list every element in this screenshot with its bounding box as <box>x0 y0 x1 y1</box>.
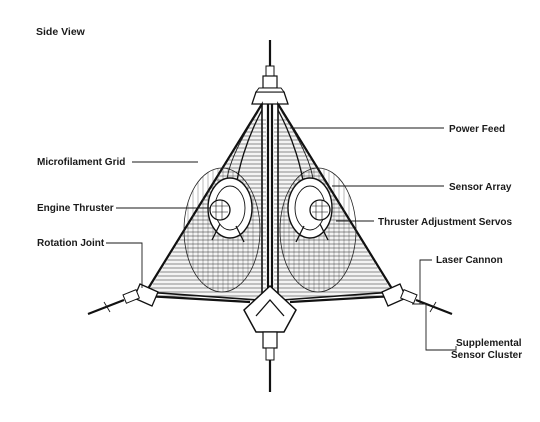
callout-laser-cannon: Laser Cannon <box>419 255 503 304</box>
callout-power-feed: Power Feed <box>290 124 505 135</box>
label-power-feed: Power Feed <box>449 124 505 135</box>
label-supplemental-line2: Sensor Cluster <box>451 350 522 361</box>
label-thruster-adjustment-servos: Thruster Adjustment Servos <box>378 217 513 228</box>
label-laser-cannon: Laser Cannon <box>436 255 503 266</box>
label-supplemental-line1: Supplemental <box>456 338 522 349</box>
callout-rotation-joint: Rotation Joint <box>37 238 143 288</box>
ship-illustration <box>87 40 453 392</box>
callout-microfilament-grid: Microfilament Grid <box>37 157 198 168</box>
label-rotation-joint: Rotation Joint <box>37 238 105 249</box>
callout-supplemental-sensor-cluster: Supplemental Sensor Cluster <box>412 303 522 361</box>
label-sensor-array: Sensor Array <box>449 182 512 193</box>
callout-thruster-adjustment-servos: Thruster Adjustment Servos <box>336 217 513 228</box>
callout-engine-thruster: Engine Thruster <box>37 203 210 214</box>
label-engine-thruster: Engine Thruster <box>37 203 114 214</box>
diagram-title: Side View <box>36 26 86 38</box>
label-microfilament-grid: Microfilament Grid <box>37 157 125 168</box>
callout-sensor-array: Sensor Array <box>332 182 512 193</box>
